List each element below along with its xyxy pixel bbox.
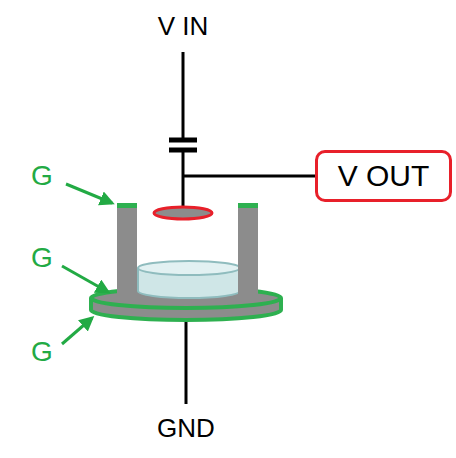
input-wire <box>182 52 185 139</box>
guard-cap <box>117 203 137 208</box>
guard-post <box>238 206 258 300</box>
signal-name: V OUT <box>338 161 430 191</box>
guard-cap <box>238 203 258 208</box>
electrode-wire <box>182 151 185 208</box>
guard-label: G <box>31 162 53 190</box>
guard-arrow <box>62 266 108 292</box>
guard-post <box>117 206 137 300</box>
liquid-surface <box>138 261 240 275</box>
signal-name: V IN <box>158 13 209 39</box>
guard-label: G <box>31 244 53 272</box>
guard-label: G <box>31 338 53 366</box>
top-electrode <box>154 207 212 219</box>
ground-wire <box>185 318 188 404</box>
ground-label: GND <box>157 415 215 441</box>
output-box: V OUT <box>315 150 452 202</box>
capacitor-plate <box>169 138 197 143</box>
guard-arrow <box>66 184 112 203</box>
guard-arrow <box>62 318 92 344</box>
output-wire <box>183 175 316 178</box>
